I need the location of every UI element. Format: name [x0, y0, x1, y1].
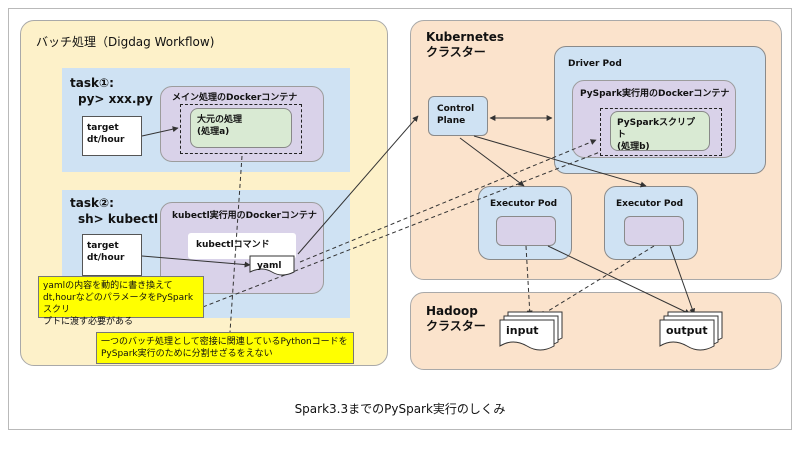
control-plane-line2: Plane — [437, 116, 466, 126]
task1-container-label: メイン処理のDockerコンテナ — [172, 93, 298, 103]
split-note-line2: PySpark実行のために分割せざるをえない — [101, 349, 273, 359]
yaml-document-shape — [249, 255, 295, 276]
yaml-rewrite-note: yamlの内容を動的に書き換えて dt,hourなどのパラメータをPySpark… — [38, 276, 204, 327]
pyspark-script-box: PySparkスクリプト (処理b) — [610, 111, 710, 152]
note-to-script-dashed-line — [189, 151, 601, 313]
task2-target-box: target dt/hour — [82, 234, 142, 276]
driver-container-label: PySpark実行用のDockerコンテナ — [580, 89, 730, 99]
executor2-input-arrow — [539, 245, 655, 317]
pyspark-script-line1: PySparkスクリプト — [617, 118, 696, 140]
hadoop-title-line1: Hadoop — [426, 304, 478, 318]
executor2-output-arrow — [669, 245, 696, 315]
task1-process-box: 大元の処理 (処理a) — [190, 108, 292, 148]
task1-target-line2: dt/hour — [87, 135, 125, 145]
executor-1-inner — [496, 216, 556, 246]
driver-dashed-boundary — [600, 108, 722, 156]
yaml-to-script-dashed-arrow — [299, 139, 597, 263]
input-document-stack — [499, 311, 563, 351]
yaml-label: yaml — [257, 261, 282, 271]
task1-title-line2: py> xxx.py — [78, 92, 153, 106]
kubectl-command-box: kubectlコマンド — [188, 233, 296, 259]
k8s-title-line1: Kubernetes — [426, 30, 504, 44]
executor-2-inner — [624, 216, 684, 246]
task2-title-line2: sh> kubectl ... — [78, 212, 176, 226]
task1-target-box: target dt/hour — [82, 116, 142, 156]
output-label: output — [666, 324, 708, 337]
task1-target-arrow — [141, 126, 179, 137]
task1-target-line1: target — [87, 123, 119, 133]
hadoop-title-line2: クラスター — [426, 319, 486, 333]
task1-dashed-boundary — [180, 104, 302, 154]
driver-pod-label: Driver Pod — [568, 59, 622, 69]
executor-pod-2-label: Executor Pod — [616, 199, 684, 209]
batch-cluster-title: バッチ処理（Digdag Workflow) — [36, 35, 215, 49]
task2-container-label: kubectl実行用のDockerコンテナ — [172, 211, 317, 221]
task2-target-line2: dt/hour — [87, 253, 125, 263]
yaml-note-line3: プトに渡す必要がある — [43, 317, 134, 327]
control-plane-box: Control Plane — [428, 96, 488, 136]
task1-process-line2: (処理a) — [197, 127, 230, 137]
executor1-output-arrow — [547, 245, 691, 315]
pyspark-script-line2: (処理b) — [617, 142, 650, 152]
process-to-note-dashed-line — [229, 155, 243, 333]
task2-target-arrow — [141, 255, 251, 268]
hadoop-cluster-title: Hadoop クラスター — [426, 304, 486, 334]
kubectl-to-control-plane-arrow — [297, 115, 419, 255]
k8s-title-line2: クラスター — [426, 45, 486, 59]
executor1-input-arrow — [525, 245, 533, 317]
input-label: input — [506, 324, 539, 337]
split-note-line1: 一つのバッチ処理として密接に関連しているPythonコードを — [101, 337, 348, 347]
output-document-stack — [659, 311, 723, 351]
code-split-note: 一つのバッチ処理として密接に関連しているPythonコードを PySpark実行… — [96, 332, 354, 364]
yaml-note-line2: dt,hourなどのパラメータをPySparkスクリ — [43, 293, 194, 315]
executor-pod-1-label: Executor Pod — [490, 199, 558, 209]
task2-title-line1: task②: — [70, 196, 114, 210]
task2-target-line1: target — [87, 241, 119, 251]
diagram-caption: Spark3.3までのPySpark実行のしくみ — [294, 402, 506, 416]
task1-process-line1: 大元の処理 — [197, 115, 243, 125]
control-plane-line1: Control — [437, 104, 475, 114]
yaml-note-line1: yamlの内容を動的に書き換えて — [43, 281, 173, 291]
task1-title-line1: task①: — [70, 76, 114, 90]
control-plane-executor2-arrow — [473, 135, 647, 188]
k8s-cluster-title: Kubernetes クラスター — [426, 30, 504, 60]
control-plane-executor1-arrow — [459, 137, 525, 187]
